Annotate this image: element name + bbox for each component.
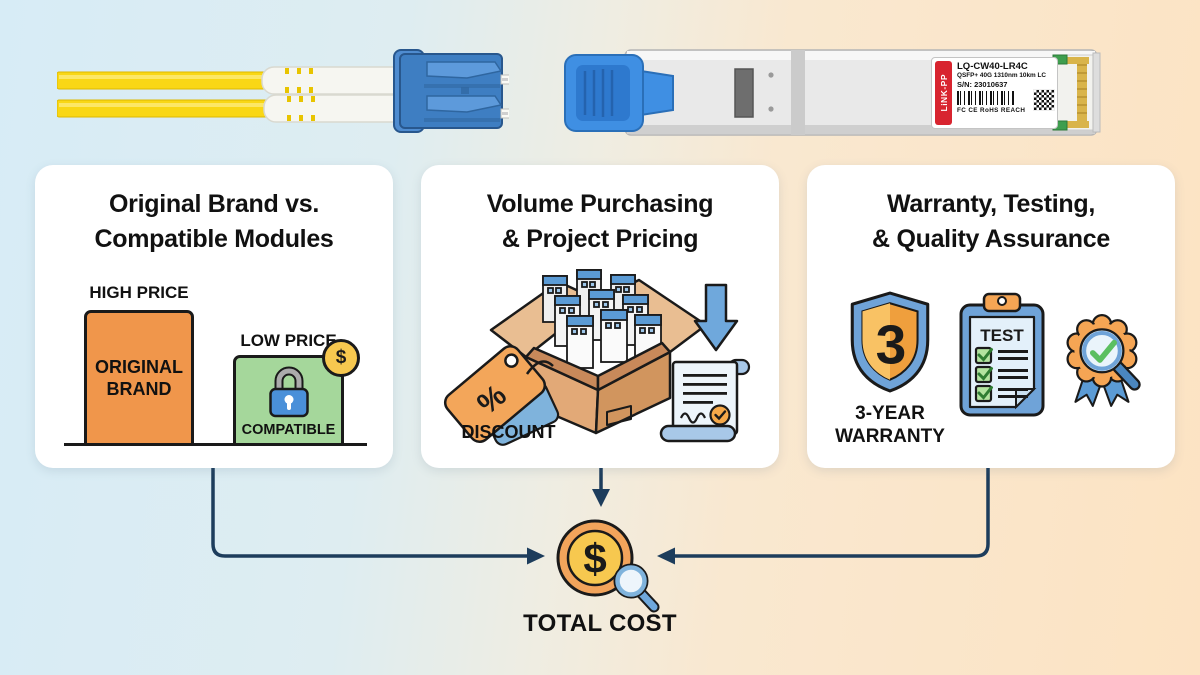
checklist-rows bbox=[974, 346, 1028, 403]
card-warranty-quality: Warranty, Testing, & Quality Assurance 3… bbox=[807, 165, 1175, 468]
module-bail-clip bbox=[564, 54, 674, 132]
magnifier-icon bbox=[613, 563, 660, 613]
discount-tag-icon: % bbox=[443, 345, 560, 446]
warranty-shield-icon: 3 bbox=[850, 291, 930, 393]
module-latch-slider bbox=[734, 68, 754, 118]
arrowhead-down-icon bbox=[592, 489, 610, 507]
arrowhead-right-icon bbox=[527, 547, 545, 565]
check-icon bbox=[1089, 339, 1118, 363]
padlock-icon bbox=[268, 366, 309, 418]
down-arrow-icon bbox=[693, 283, 739, 352]
warranty-label: 3-YEAR WARRANTY bbox=[835, 403, 945, 447]
serial-number: S/N: 23010637 bbox=[957, 80, 1008, 89]
dollar-coin-icon: $ bbox=[322, 339, 360, 377]
arrow-right-card-to-total bbox=[674, 468, 990, 558]
shield-number: 3 bbox=[876, 313, 907, 375]
qsfp-transceiver-image bbox=[564, 49, 1101, 136]
card-original-vs-compatible: Original Brand vs. Compatible Modules HI… bbox=[35, 165, 393, 468]
total-cost-coin-icon: $ bbox=[556, 519, 660, 613]
compatible-label: COMPATIBLE bbox=[241, 422, 336, 438]
clipboard-title: TEST bbox=[980, 326, 1024, 345]
brand-name: LiNK-PP bbox=[938, 74, 949, 112]
high-price-label: HIGH PRICE bbox=[89, 283, 189, 302]
certification-marks: FC CE RoHS REACH bbox=[957, 107, 1026, 114]
contract-scroll-icon bbox=[659, 358, 751, 443]
discount-label: DISCOUNT bbox=[461, 422, 556, 442]
model-number: LQ-CW40-LR4C bbox=[957, 61, 1028, 72]
card-volume-purchasing: Volume Purchasing & Project Pricing bbox=[421, 165, 779, 468]
card2-title: Volume Purchasing & Project Pricing bbox=[486, 190, 714, 253]
test-clipboard-icon: TEST bbox=[959, 292, 1045, 417]
qr-code bbox=[1033, 89, 1055, 111]
module-pcb-edge bbox=[1052, 52, 1101, 133]
ground-line bbox=[64, 443, 367, 446]
card3-title: Warranty, Testing, & Quality Assurance bbox=[872, 190, 1110, 253]
cable-lower bbox=[57, 99, 272, 118]
cardboard-box bbox=[524, 341, 672, 435]
arrow-left-card-to-total bbox=[211, 468, 528, 558]
bulk-box-illustration: % bbox=[443, 269, 751, 446]
cable-upper bbox=[57, 71, 270, 90]
total-cost-label: TOTAL COST bbox=[523, 610, 677, 637]
card1-title: Original Brand vs. Compatible Modules bbox=[94, 190, 334, 253]
barcode bbox=[957, 91, 1015, 105]
module-spec: QSFP+ 40G 1310nm 10km LC bbox=[957, 72, 1046, 79]
low-price-label: LOW PRICE bbox=[240, 331, 337, 350]
lc-connector bbox=[393, 49, 509, 133]
original-brand-bar: ORIGINAL BRAND bbox=[84, 310, 194, 446]
quality-badge-icon bbox=[1066, 314, 1141, 407]
cable-boots bbox=[261, 66, 415, 123]
fiber-patch-cable-image bbox=[57, 49, 509, 133]
brand-logo: LiNK-PP bbox=[935, 61, 952, 125]
dollar-symbol: $ bbox=[583, 535, 606, 582]
modules-in-box bbox=[542, 269, 662, 369]
transceiver-label: LiNK-PP LQ-CW40-LR4C QSFP+ 40G 1310nm 10… bbox=[931, 57, 1058, 129]
